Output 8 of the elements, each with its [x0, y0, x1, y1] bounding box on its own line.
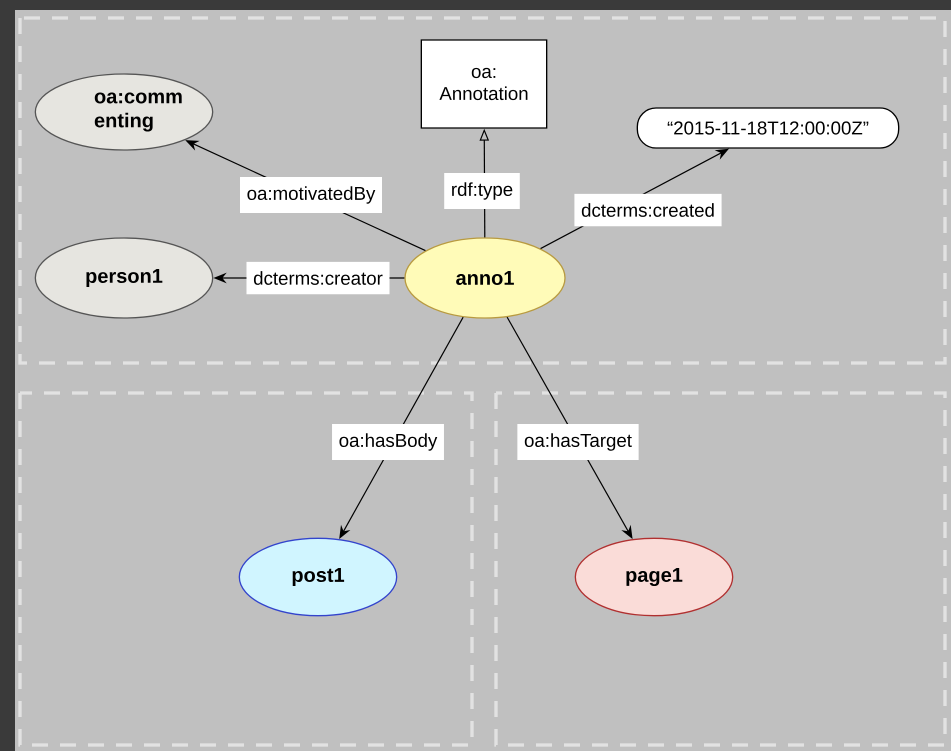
edge-label: rdf:type: [444, 172, 520, 210]
edge-label: oa:hasBody: [332, 424, 444, 460]
edge-label: oa:hasTarget: [517, 424, 639, 460]
edge-label: oa:motivatedBy: [240, 176, 382, 214]
edge-label: dcterms:creator: [246, 262, 390, 294]
literal-box: “2015-11-18T12:00:00Z”: [636, 107, 900, 149]
edge-label: dcterms:created: [574, 194, 722, 226]
class-box: oa: Annotation: [420, 39, 548, 129]
